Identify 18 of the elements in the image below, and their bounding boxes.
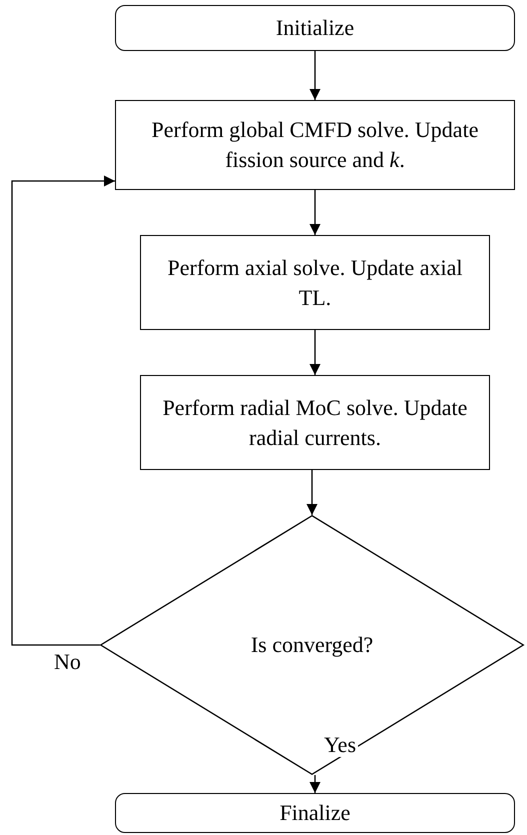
arrow xyxy=(310,190,320,235)
arrow xyxy=(310,330,320,375)
decision-diamond xyxy=(100,515,524,775)
node-text: Finalize xyxy=(280,799,350,828)
node-text: Is converged? xyxy=(250,631,374,660)
node-text: Perform axial solve. Update axial TL. xyxy=(166,254,464,312)
arrow xyxy=(310,51,320,100)
node-text: Perform global CMFD solve. Update fission source and k. xyxy=(150,116,480,174)
process-box xyxy=(140,375,490,470)
process-box xyxy=(115,100,515,190)
process-box xyxy=(140,235,490,330)
node-text: Initialize xyxy=(276,14,354,42)
node-text: Perform radial MoC solve. Update radial currents. xyxy=(162,394,468,452)
arrow xyxy=(310,775,320,793)
arrow xyxy=(306,470,318,515)
start-box xyxy=(115,5,515,51)
arrow xyxy=(11,176,115,646)
end-box xyxy=(115,793,515,833)
